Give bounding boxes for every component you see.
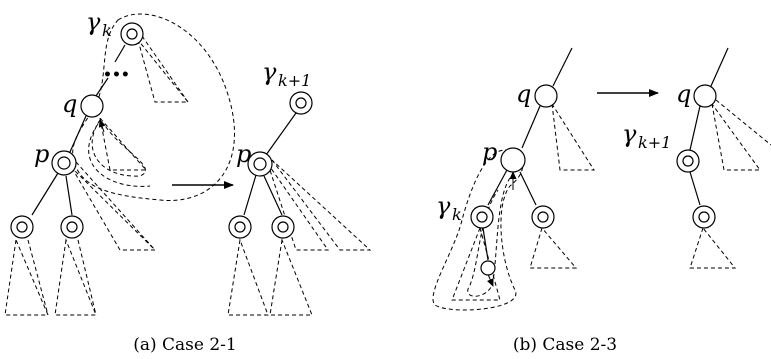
label-gamma-r: γ — [262, 58, 277, 86]
label-gamma-b-sub: k — [452, 205, 462, 224]
node-q — [80, 94, 104, 118]
subtree-gamma-1 — [137, 39, 190, 103]
traversal-path-a — [91, 119, 146, 177]
edge-q-gamma-r — [689, 105, 701, 151]
edge-dots-q — [95, 77, 109, 97]
subtree-right-b — [529, 226, 578, 269]
node-q-b — [534, 84, 558, 108]
panel-a-after: γ k+1 p — [227, 58, 372, 316]
subtree-q-r-b — [715, 99, 771, 146]
node-p — [51, 150, 77, 176]
traversal-arrow-a — [98, 119, 106, 133]
label-p-b: p — [482, 138, 497, 166]
edge-gamma-child-r — [689, 171, 701, 206]
node-mid-r — [271, 215, 295, 239]
node-gamma-k-b-inner — [476, 211, 488, 223]
subtree-mid-child-b — [77, 239, 97, 316]
node-gamma-k1 — [289, 91, 313, 115]
edge-p-mid — [65, 175, 73, 216]
edge-p-left-r — [243, 174, 257, 216]
traversal-path-b — [467, 177, 511, 297]
subtree-q-b — [551, 103, 595, 171]
label-p: p — [34, 140, 49, 168]
edge-p-right-b — [519, 171, 537, 206]
label-p-r: p — [236, 140, 251, 168]
subtree-left-child-b — [27, 239, 49, 316]
node-mid-r-inner — [277, 221, 289, 233]
panel-b-after: q γ k+1 — [622, 47, 771, 269]
edge-top-q — [552, 47, 573, 87]
node-mid-child — [60, 215, 84, 239]
node-left-r — [228, 215, 252, 239]
node-mid-child-inner — [66, 221, 78, 233]
subtree-p-r-2 — [271, 159, 372, 251]
node-right-b-inner — [537, 211, 549, 223]
node-gamma-k — [120, 22, 144, 46]
subtree-left-r — [227, 238, 269, 316]
edge-top-q-r — [710, 47, 729, 87]
node-left-child — [10, 215, 34, 239]
node-gamma-k-inner — [126, 28, 138, 40]
edge-p-mid-r — [263, 175, 283, 216]
label-q: q — [62, 90, 77, 118]
node-gamma-k1-b — [676, 149, 700, 173]
subtree-p-r-1 — [267, 163, 329, 251]
caption-b: (b) Case 2-3 — [513, 335, 617, 355]
subtree-q — [99, 116, 148, 171]
subtree-p-1 — [71, 167, 157, 251]
panel-a-before: ••• γ k q p — [4, 8, 235, 316]
subtree-q-r — [711, 103, 761, 171]
label-gamma-sub-k: k — [102, 21, 112, 40]
node-gamma-k1-inner — [295, 97, 307, 109]
node-leaf-b — [480, 260, 496, 276]
node-p-inner — [57, 156, 71, 170]
subtree-left-child — [4, 238, 49, 316]
node-p-b — [500, 147, 526, 173]
gamma-k-enclosure-b — [432, 149, 524, 311]
ellipsis-dots: ••• — [103, 67, 130, 83]
panel-b-before: q p γ k — [432, 47, 595, 311]
edge-p-gamma-b — [487, 169, 508, 206]
subtree-p-2 — [75, 161, 156, 251]
node-left-r-inner — [234, 221, 246, 233]
subtree-mid-r — [269, 238, 313, 316]
edge-gamma-leaf-b — [482, 227, 489, 261]
node-right-b — [531, 205, 555, 229]
label-gamma-b-r: γ — [622, 120, 637, 148]
label-gamma-b: γ — [436, 192, 451, 220]
edge-p-left — [31, 172, 59, 216]
node-p-r — [247, 151, 273, 177]
edge-q-p — [69, 115, 87, 153]
edge-gamma1-p — [265, 112, 297, 156]
subtree-child-r — [689, 226, 737, 269]
label-q-b: q — [516, 80, 531, 108]
node-q-r — [693, 84, 717, 108]
edge-gamma-dots — [114, 44, 126, 63]
traversal-path-a2 — [88, 123, 151, 187]
node-gamma-k1-b-inner — [682, 155, 694, 167]
node-child-r-inner — [698, 211, 710, 223]
node-child-r — [692, 205, 716, 229]
node-gamma-k-b — [470, 205, 494, 229]
caption-a: (a) Case 2-1 — [133, 335, 237, 355]
edge-q-p-b — [521, 105, 541, 149]
node-p-r-inner — [253, 157, 267, 171]
label-gamma-r-sub: k+1 — [278, 71, 311, 90]
label-gamma-b-r-sub: k+1 — [638, 133, 671, 152]
label-gamma: γ — [86, 8, 101, 36]
node-left-child-inner — [16, 221, 28, 233]
subtree-mid-child — [54, 238, 97, 316]
label-q-r: q — [676, 80, 691, 108]
subtree-gamma-2 — [141, 35, 189, 103]
